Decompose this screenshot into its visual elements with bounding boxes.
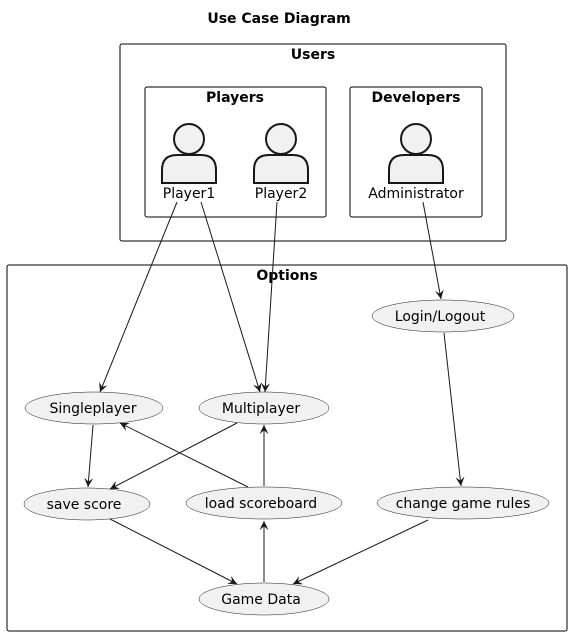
actor-player2-label: Player2 [255, 186, 307, 202]
usecase-save-score-label: save score [47, 497, 122, 513]
developers-package-title: Developers [372, 90, 461, 106]
usecase-login-logout: Login/Logout [371, 299, 515, 333]
edge-administrator-login [422, 201, 444, 300]
edge-load-scoreboard-singleplayer [119, 422, 249, 488]
actor-player1: Player1 [161, 123, 217, 202]
edge-multiplayer-save-score [109, 422, 238, 490]
usecase-singleplayer-label: Singleplayer [49, 401, 136, 417]
usecase-change-game-rules: change game rules [376, 486, 550, 520]
usecase-load-scoreboard: load scoreboard [185, 486, 343, 520]
edge-change-rules-game-data [292, 519, 429, 585]
usecase-multiplayer-label: Multiplayer [222, 401, 300, 417]
actor-player1-icon [161, 123, 217, 184]
usecase-game-data-label: Game Data [221, 592, 301, 608]
actor-administrator-icon [388, 123, 444, 184]
edge-player1-multiplayer [200, 201, 262, 393]
usecase-login-logout-label: Login/Logout [395, 309, 486, 325]
usecase-save-score: save score [23, 487, 151, 521]
actor-player2: Player2 [253, 123, 309, 202]
usecase-change-game-rules-label: change game rules [396, 496, 531, 512]
actor-player1-label: Player1 [163, 186, 215, 202]
diagram-title: Use Case Diagram [207, 11, 350, 27]
players-package-frame [144, 86, 327, 218]
actor-administrator: Administrator [368, 123, 464, 202]
players-package-title: Players [206, 90, 264, 106]
edge-login-change-rules [443, 332, 465, 487]
actor-player2-icon [253, 123, 309, 184]
edge-player2-multiplayer [261, 201, 278, 393]
edges [84, 201, 465, 585]
usecase-load-scoreboard-label: load scoreboard [205, 496, 317, 512]
edge-save-score-game-data [109, 518, 238, 585]
usecase-multiplayer: Multiplayer [198, 391, 330, 425]
usecase-game-data: Game Data [198, 582, 330, 616]
users-package-title: Users [291, 47, 335, 63]
edge-player1-singleplayer [99, 201, 178, 393]
options-package-title: Options [256, 268, 317, 284]
actor-administrator-label: Administrator [368, 186, 464, 202]
options-package-frame [6, 264, 568, 632]
players-package: Players [144, 86, 327, 218]
usecase-singleplayer: Singleplayer [24, 391, 164, 425]
edge-singleplayer-save-score [84, 424, 94, 488]
